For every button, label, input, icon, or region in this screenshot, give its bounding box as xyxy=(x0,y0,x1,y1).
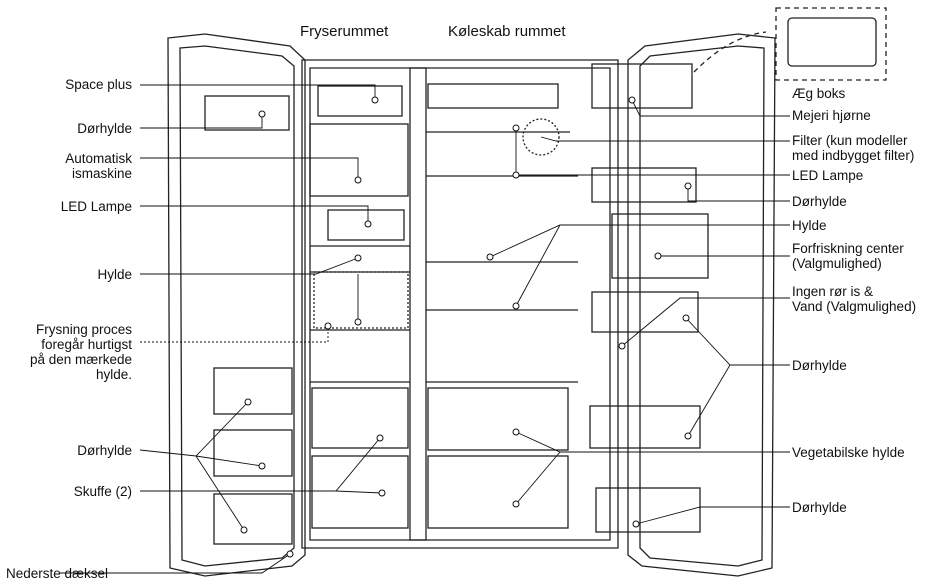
label-filter: Filter (kun modeller med indbygget filte… xyxy=(792,133,915,163)
label-door-shelf-2: Dørhylde xyxy=(792,358,847,373)
label-refresh-center: Forfriskning center (Valgmulighed) xyxy=(792,241,904,271)
label-dairy-corner: Mejeri hjørne xyxy=(792,108,871,123)
door-bin-r5 xyxy=(595,487,701,533)
freezer-door xyxy=(167,33,306,577)
vegetable-drawer-1 xyxy=(427,387,569,451)
door-bin-r2 xyxy=(591,167,697,203)
label-space-plus: Space plus xyxy=(65,77,132,92)
door-bin-r1 xyxy=(591,63,693,109)
label-fast-freeze: Frysning proces foregår hurtigst på den … xyxy=(29,322,132,382)
fast-freeze-shelf xyxy=(313,271,409,329)
door-bin-r4 xyxy=(589,405,701,449)
label-door-shelf-top: Dørhylde xyxy=(77,121,132,136)
label-drawer: Skuffe (2) xyxy=(73,484,132,499)
fridge-control-panel xyxy=(427,83,559,109)
freezer-drawer-2 xyxy=(311,455,409,529)
door-bin-l1 xyxy=(204,95,290,131)
door-bin-l3 xyxy=(213,429,293,477)
egg-box-frame xyxy=(775,7,887,81)
door-bin-r3 xyxy=(591,291,699,333)
fridge-door xyxy=(627,33,776,577)
led-lamp-freezer xyxy=(327,209,405,241)
label-led-lamp-left: LED Lampe xyxy=(60,199,132,214)
cabinet xyxy=(301,59,619,549)
freezer-header: Fryserummet xyxy=(300,23,389,40)
center-divider xyxy=(409,67,427,541)
label-door-shelf-1: Dørhylde xyxy=(792,194,847,209)
freezer-door-inner xyxy=(179,45,295,567)
fridge-header: Køleskab rummet xyxy=(448,23,566,40)
door-bin-l2 xyxy=(213,367,293,415)
egg-box-arrow xyxy=(693,31,767,73)
door-bin-l4 xyxy=(213,493,293,545)
label-egg-box: Æg boks xyxy=(792,86,846,101)
label-door-shelf-bottom: Dørhylde xyxy=(77,443,132,458)
egg-tray xyxy=(787,17,877,67)
cabinet-inner xyxy=(309,67,611,541)
label-bottom-cover: Nederste dæksel xyxy=(6,566,109,581)
label-door-shelf-3: Dørhylde xyxy=(792,500,847,515)
refresh-center-box xyxy=(611,213,709,279)
label-vegetable-shelf: Vegetabilske hylde xyxy=(792,445,905,460)
label-no-pipe: Ingen rør is & Vand (Valgmulighed) xyxy=(792,284,917,314)
fridge-door-inner xyxy=(639,45,765,567)
freezer-drawer-1 xyxy=(311,387,409,449)
label-shelf-left: Hylde xyxy=(97,267,132,282)
label-led-lamp-right: LED Lampe xyxy=(792,168,864,183)
label-shelf-right: Hylde xyxy=(792,218,827,233)
space-plus-box xyxy=(317,85,403,117)
vegetable-drawer-2 xyxy=(427,455,569,529)
ice-maker-box xyxy=(309,123,409,197)
label-ice-maker: Automatisk ismaskine xyxy=(65,151,132,181)
filter-circle xyxy=(522,118,560,156)
